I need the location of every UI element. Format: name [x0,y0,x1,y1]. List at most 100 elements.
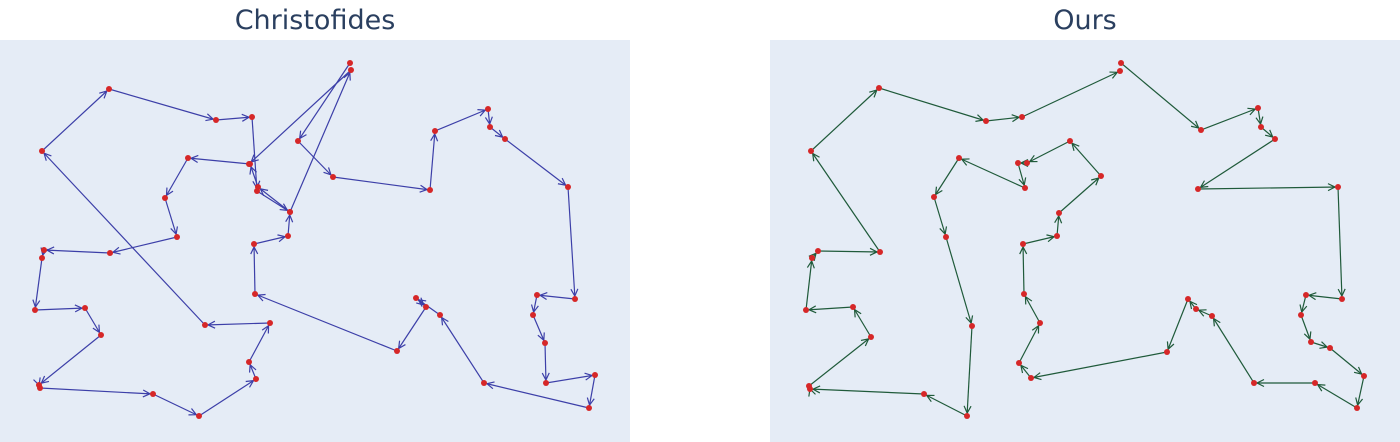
edge-arrowhead [245,379,255,388]
city-node [868,334,874,340]
tour-edge [532,314,546,344]
city-node [956,155,962,161]
tour-edge [253,243,256,295]
tour-edge [1018,322,1041,364]
city-node [487,124,493,130]
tour-edge [297,62,351,142]
edge-arrowhead [1019,245,1028,255]
tour-edge [297,140,334,178]
edge-arrowhead [170,226,178,236]
city-node [543,380,549,386]
edge-arrowhead [1199,180,1209,189]
tour-edge [257,186,291,213]
city-node [37,385,43,391]
city-node [285,233,291,239]
edge-arrowhead [277,234,287,243]
city-node [174,234,180,240]
city-node [1098,173,1104,179]
tour-edge [108,88,217,121]
tour-edge [805,257,813,311]
edge-arrowhead [1299,304,1308,314]
city-node [295,138,301,144]
tour-edge [1021,70,1121,118]
city-node [1054,233,1060,239]
edge-arrowhead [1032,372,1042,381]
city-node [921,391,927,397]
tour-edge [810,150,881,253]
tour-edge [248,322,271,363]
city-node [1354,405,1360,411]
edge-arrowhead [1303,331,1312,341]
edge-arrowhead [343,71,351,81]
city-node [1019,114,1025,120]
edge-arrowhead [416,297,425,306]
chart-title-christofides: Christofides [234,5,396,36]
city-node [1361,373,1367,379]
city-node [1028,375,1034,381]
tour-edge [933,157,960,198]
city-node [1308,339,1314,345]
tour-edge [251,116,258,192]
city-node [39,255,45,261]
city-node [1016,360,1022,366]
tour-edge [1023,293,1041,324]
city-node [485,106,491,112]
edge-arrowhead [323,167,332,176]
tour-edge [248,69,352,165]
tour-edge [933,196,947,238]
edge-arrowhead [165,187,174,197]
plot-area-ours [770,40,1400,442]
edge-arrowhead [584,372,594,381]
edge-arrowhead [74,304,84,313]
city-node [39,148,45,154]
tour-ours [803,60,1367,419]
edge-arrowhead [484,116,493,126]
edge-arrowhead [1091,177,1100,186]
edge-arrowhead [1212,317,1221,327]
city-node [348,67,354,73]
tour-edge [256,190,291,213]
city-node [249,114,255,120]
tour-edge [396,306,427,352]
tour-edge [504,138,569,188]
tour-edge [34,307,86,311]
edge-arrowhead [1054,214,1063,224]
tour-edge [439,314,485,384]
edge-arrowhead [40,375,50,384]
tour-edge [1030,351,1168,379]
city-node [815,248,821,254]
tour-edge [187,157,251,165]
chart-title-ours: Ours [1053,5,1117,36]
tour-edge [109,236,178,254]
city-node [572,296,578,302]
tour-edge [1058,175,1102,214]
city-node [32,307,38,313]
city-node [1339,296,1345,302]
city-node [1117,68,1123,74]
tour-edge [1166,298,1189,353]
edge-arrowhead [939,226,948,236]
city-node [931,194,937,200]
edge-arrowhead [250,245,259,255]
tour-edge [429,130,436,191]
city-node [1255,105,1261,111]
edge-arrowhead [934,186,943,196]
city-node [876,85,882,91]
tour-edge [567,186,576,300]
plot-area-christofides [0,40,630,442]
edge-arrowhead [189,154,199,163]
tour-edge [1197,138,1276,190]
tour-edge [1200,107,1259,131]
tour-edge [958,157,1026,189]
edge-arrowhead [570,288,579,298]
city-node [427,187,433,193]
city-node [1303,292,1309,298]
tour-edge [1305,294,1343,300]
city-node [592,372,598,378]
city-node [1258,124,1264,130]
edge-arrowhead [1071,142,1080,151]
city-node [1327,345,1333,351]
edge-arrowhead [259,188,269,197]
tour-edge [84,307,102,336]
edge-arrowhead [256,293,266,302]
